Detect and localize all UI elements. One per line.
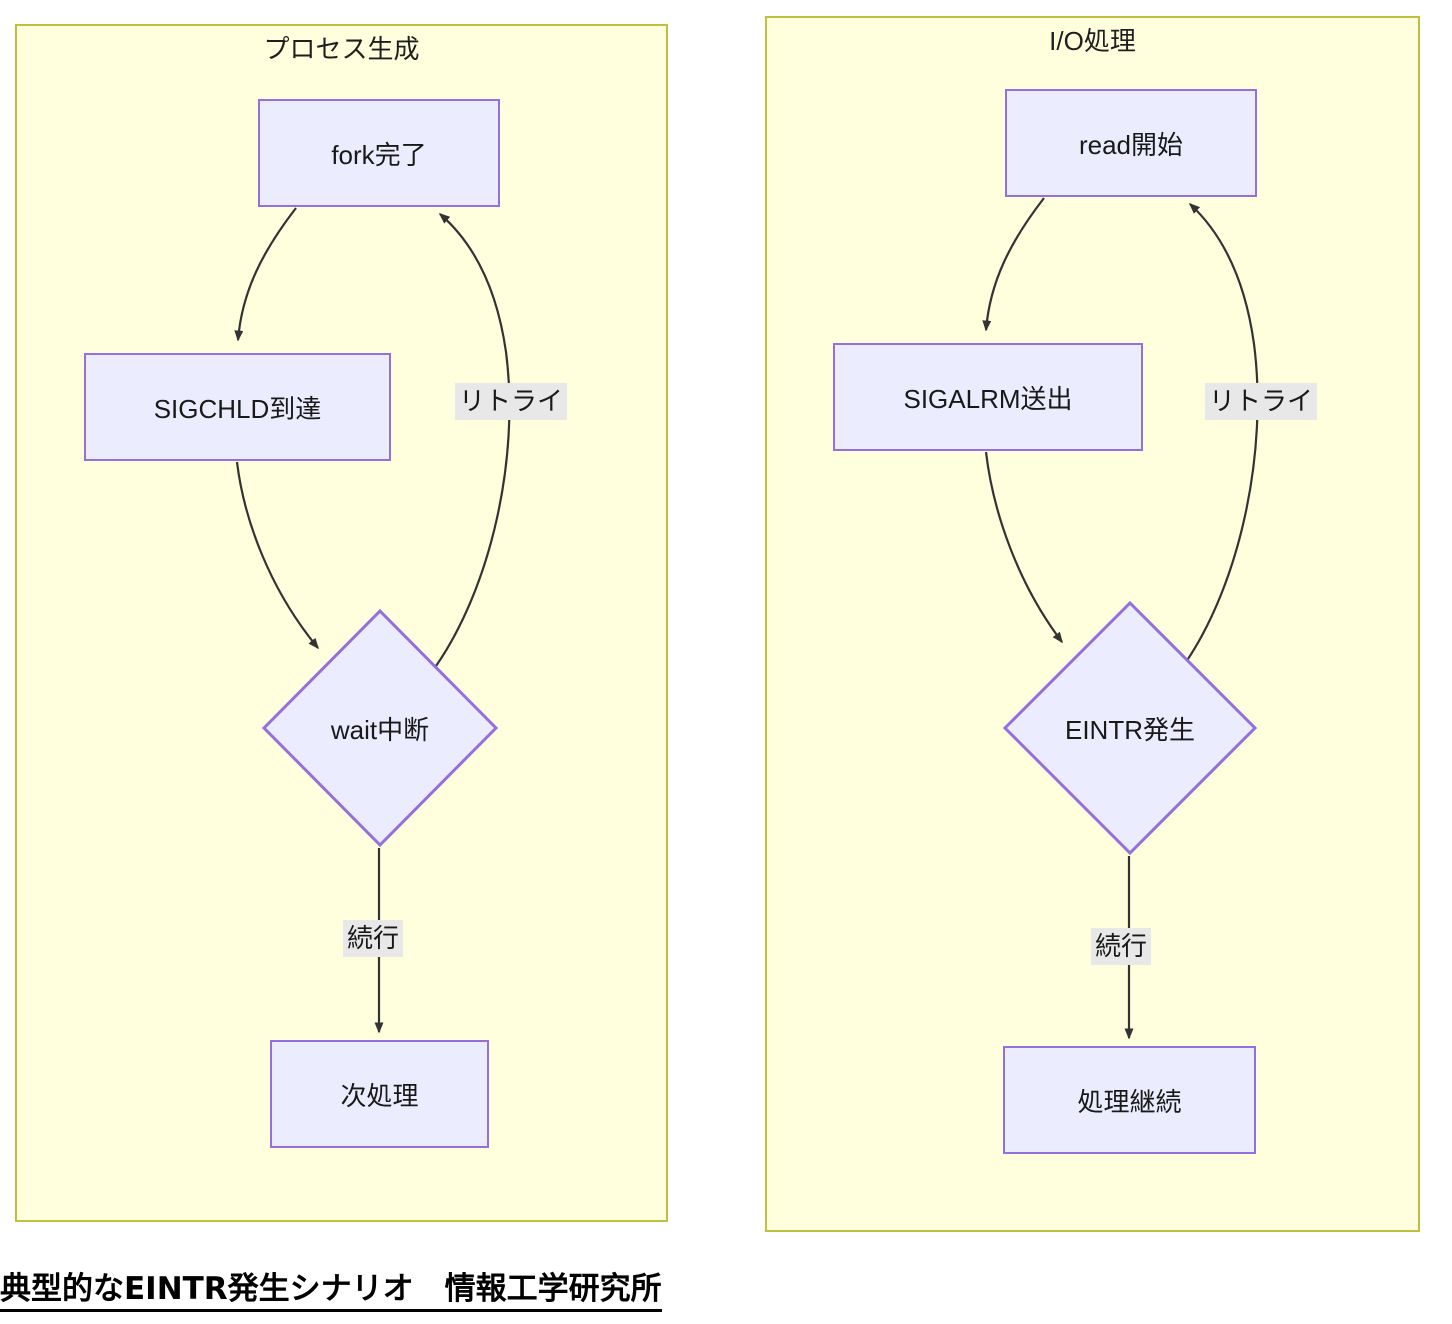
node-sigalrm-send[interactable]: SIGALRM送出	[833, 343, 1143, 451]
edge-label-continue-left: 続行	[343, 920, 404, 957]
diamond-shape-icon	[262, 609, 498, 847]
edge-eintr-to-read-retry	[1185, 202, 1259, 663]
node-next-process-label: 次処理	[340, 1080, 419, 1111]
node-fork-done[interactable]: fork完了	[258, 99, 500, 207]
edge-sigchld-to-wait	[235, 461, 319, 650]
diamond-shape-icon	[1003, 601, 1257, 855]
edge-sigalrm-to-eintr	[984, 451, 1063, 644]
node-sigchld-arrive[interactable]: SIGCHLD到達	[84, 353, 391, 461]
edge-label-retry-right: リトライ	[1205, 383, 1318, 420]
node-process-cont[interactable]: 処理継続	[1003, 1046, 1256, 1154]
node-wait-interrupt-label: wait中断	[330, 714, 430, 745]
edge-label-continue-right: 続行	[1091, 928, 1152, 965]
node-sigalrm-send-label: SIGALRM送出	[903, 383, 1073, 414]
cluster-process-creation	[15, 24, 668, 1222]
node-read-start[interactable]: read開始	[1005, 89, 1257, 197]
cluster-title-process-creation: プロセス生成	[263, 34, 420, 64]
node-next-process[interactable]: 次処理	[270, 1040, 489, 1148]
cluster-title-io-processing: I/O処理	[1049, 26, 1136, 56]
diagram-caption: 典型的なEINTR発生シナリオ 情報工学研究所	[0, 1272, 662, 1312]
node-eintr-occur[interactable]: EINTR発生	[1003, 601, 1257, 855]
edge-label-retry-left: リトライ	[455, 383, 568, 420]
node-wait-interrupt[interactable]: wait中断	[262, 609, 498, 847]
cluster-io-processing	[765, 16, 1420, 1232]
node-read-start-label: read開始	[1078, 129, 1184, 160]
node-fork-done-label: fork完了	[331, 139, 427, 170]
node-eintr-occur-label: EINTR発生	[1064, 714, 1195, 745]
edge-wait-to-fork-retry	[435, 213, 511, 667]
edge-fork-to-sigchld	[234, 207, 297, 342]
edge-read-to-sigalrm	[982, 197, 1045, 332]
node-sigchld-arrive-label: SIGCHLD到達	[153, 393, 322, 424]
node-process-cont-label: 処理継続	[1077, 1086, 1182, 1117]
